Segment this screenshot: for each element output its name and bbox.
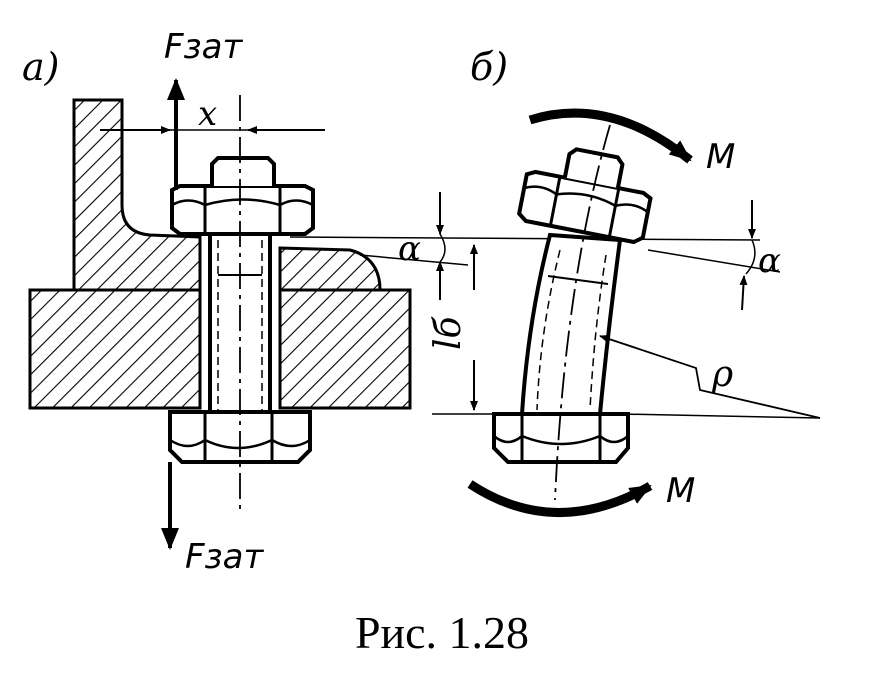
base-plate-right bbox=[278, 288, 412, 410]
radius-leader bbox=[599, 335, 821, 419]
base-plate-left bbox=[28, 288, 202, 410]
moment-arrow-bottom bbox=[467, 480, 653, 517]
panel-a: а) Fзат x Fзат bbox=[22, 27, 412, 577]
force-top-label: Fзат bbox=[164, 27, 243, 67]
moment-top-label: M bbox=[706, 137, 735, 177]
top-nut bbox=[170, 184, 315, 236]
panel-a-label: а) bbox=[22, 45, 59, 89]
panel-b-label: б) bbox=[470, 45, 508, 89]
bent-axis bbox=[554, 124, 611, 501]
tilted-bolt-end bbox=[562, 147, 625, 189]
offset-label: x bbox=[198, 94, 217, 134]
moment-bottom-label: M bbox=[666, 471, 695, 511]
figure-caption: Рис. 1.28 bbox=[354, 607, 530, 658]
bolt-end bbox=[210, 156, 276, 186]
length-label: lб bbox=[428, 315, 469, 350]
bolt-head-b bbox=[492, 412, 630, 464]
moment-arrow-top bbox=[528, 108, 693, 164]
bracket-right-leg bbox=[278, 246, 382, 292]
force-bottom-label: Fзат bbox=[185, 537, 264, 577]
radius-label: ρ bbox=[711, 354, 733, 395]
angle-label-left: α bbox=[398, 229, 421, 269]
angle-label-right: α bbox=[758, 241, 781, 281]
panel-b: б) M M α α ρ lб bbox=[289, 45, 821, 517]
